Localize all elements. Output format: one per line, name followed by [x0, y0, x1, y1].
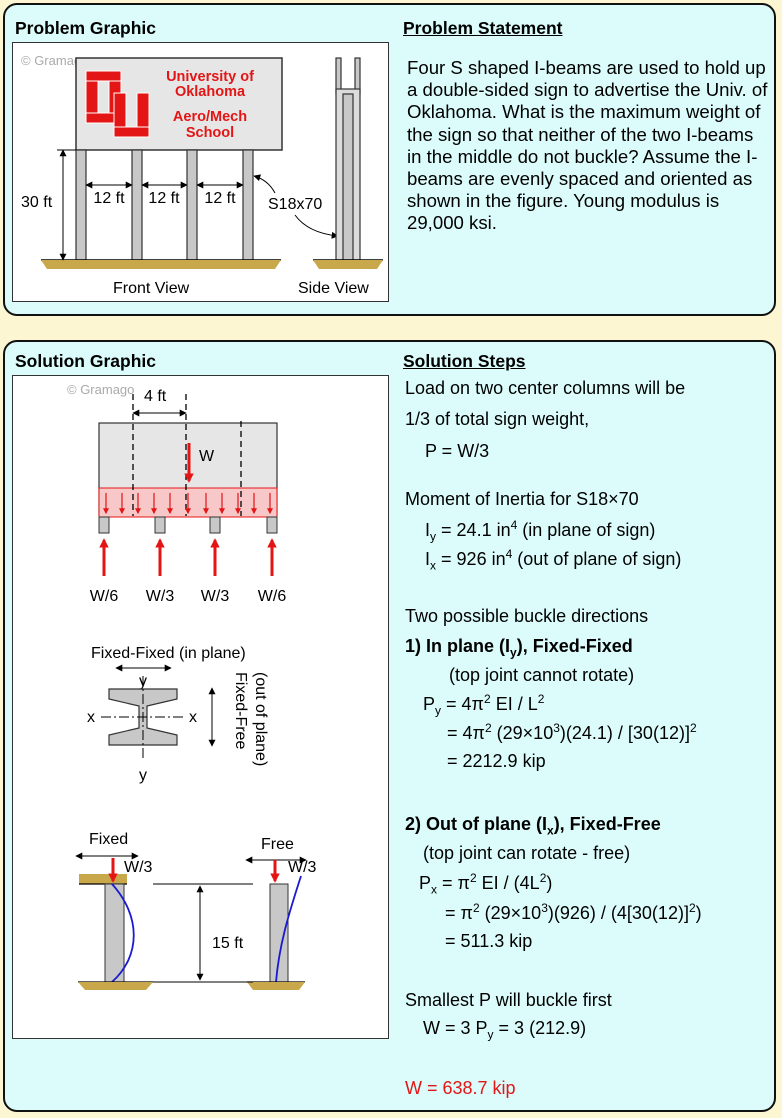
py-result: = 2212.9 kip: [447, 751, 546, 771]
case2-heading: 2) Out of plane (Ix), Fixed-Free: [405, 814, 661, 838]
buckled-shape-fixed: [111, 883, 135, 983]
px-eq1: Px = π2 EI / (4L2): [419, 871, 553, 897]
side-view-label: Side View: [298, 280, 369, 297]
spacing-label-2: 12 ft: [148, 190, 180, 207]
inertia-title: Moment of Inertia for S18×70: [405, 489, 639, 509]
column-stubs: [98, 516, 278, 534]
fixed-free-label-2: (out of plane): [252, 672, 269, 766]
step-load-2: 1/3 of total sign weight,: [405, 409, 590, 429]
solution-panel: Solution Graphic Solution Steps © Gramag…: [3, 340, 776, 1112]
reaction-1: W/6: [90, 588, 119, 605]
spacing-label-3: 12 ft: [204, 190, 236, 207]
spacing-label-1: 12 ft: [93, 190, 125, 207]
ou-logo-icon: [85, 70, 150, 138]
axis-x-left: x: [87, 709, 95, 726]
column-free: [269, 883, 289, 983]
py-eq2: = 4π2 (29×103)(24.1) / [30(12)]2: [447, 721, 697, 743]
solution-graphic-title: Solution Graphic: [15, 351, 156, 371]
fixed-free-label-1: Fixed-Free: [232, 672, 249, 749]
sign-line3: Aero/Mech: [173, 109, 247, 125]
reaction-arrows: [99, 538, 277, 576]
free-label: Free: [261, 836, 294, 853]
solution-steps-title: Solution Steps: [403, 351, 526, 371]
watermark: © Gramago: [21, 53, 88, 68]
fixed-fixed-label: Fixed-Fixed (in plane): [91, 645, 246, 662]
watermark: © Gramago: [67, 382, 134, 397]
solution-figure: © Gramago 4 ft W: [67, 382, 317, 990]
problem-statement-title: Problem Statement: [403, 18, 563, 38]
step-load-3: P = W/3: [425, 441, 490, 461]
sign-line2: Oklahoma: [175, 84, 246, 100]
w-equation: W = 3 Py = 3 (212.9): [423, 1018, 587, 1042]
final-answer: W = 638.7 kip: [405, 1078, 516, 1098]
axis-x-right: x: [189, 709, 197, 726]
load-w-label: W: [199, 448, 215, 465]
sign-line1: University of: [166, 69, 254, 85]
px-result: = 511.3 kip: [445, 931, 533, 951]
step-load-1: Load on two center columns will be: [405, 378, 686, 398]
py-eq1: Py = 4π2 EI / L2: [423, 692, 545, 718]
axis-y-bottom: y: [139, 767, 147, 784]
reaction-2: W/3: [146, 588, 175, 605]
distributed-arrows: [103, 493, 273, 515]
case2-note: (top joint can rotate - free): [423, 843, 631, 863]
column-fixed: [104, 883, 125, 983]
problem-panel: Problem Graphic Problem Statement © Gram…: [3, 3, 776, 316]
beam-label: S18x70: [268, 196, 322, 213]
height-label: 30 ft: [21, 194, 53, 211]
case1-note: (top joint cannot rotate): [449, 665, 635, 685]
buckled-shape-free: [275, 875, 302, 983]
ground-fixed: [78, 982, 153, 990]
problem-graphic-title: Problem Graphic: [15, 18, 157, 38]
length-label: 15 ft: [212, 935, 244, 952]
side-view-sign: [335, 57, 361, 261]
px-eq2: = π2 (29×103)(926) / (4[30(12)]2): [445, 901, 702, 923]
fixed-top-block: [79, 874, 127, 884]
problem-statement-text: Four S shaped I-beams are used to hold u…: [407, 57, 768, 234]
solution-graphic-box: © Gramago 4 ft W: [12, 375, 389, 1039]
ground-free: [247, 982, 305, 990]
possible-directions: Two possible buckle directions: [405, 606, 649, 626]
smallest-note: Smallest P will buckle first: [405, 990, 612, 1010]
ground-side: [313, 260, 383, 269]
sign-line4: School: [186, 125, 234, 141]
case1-heading: 1) In plane (Iy), Fixed-Fixed: [405, 636, 633, 660]
w3-left-label: W/3: [124, 859, 153, 876]
problem-graphic-box: © Gramago University of Oklahoma Aero/Me…: [12, 42, 389, 302]
front-view-label: Front View: [113, 280, 190, 297]
iy-line: Iy = 24.1 in4 (in plane of sign): [425, 518, 656, 544]
ix-line: Ix = 926 in4 (out of plane of sign): [425, 547, 682, 573]
spacing-4ft: 4 ft: [144, 388, 167, 405]
problem-figure: © Gramago University of Oklahoma Aero/Me…: [21, 53, 383, 297]
w3-right-label: W/3: [288, 859, 317, 876]
ground-front: [41, 260, 281, 269]
reaction-3: W/3: [201, 588, 230, 605]
reaction-4: W/6: [258, 588, 287, 605]
fixed-label: Fixed: [89, 831, 128, 848]
